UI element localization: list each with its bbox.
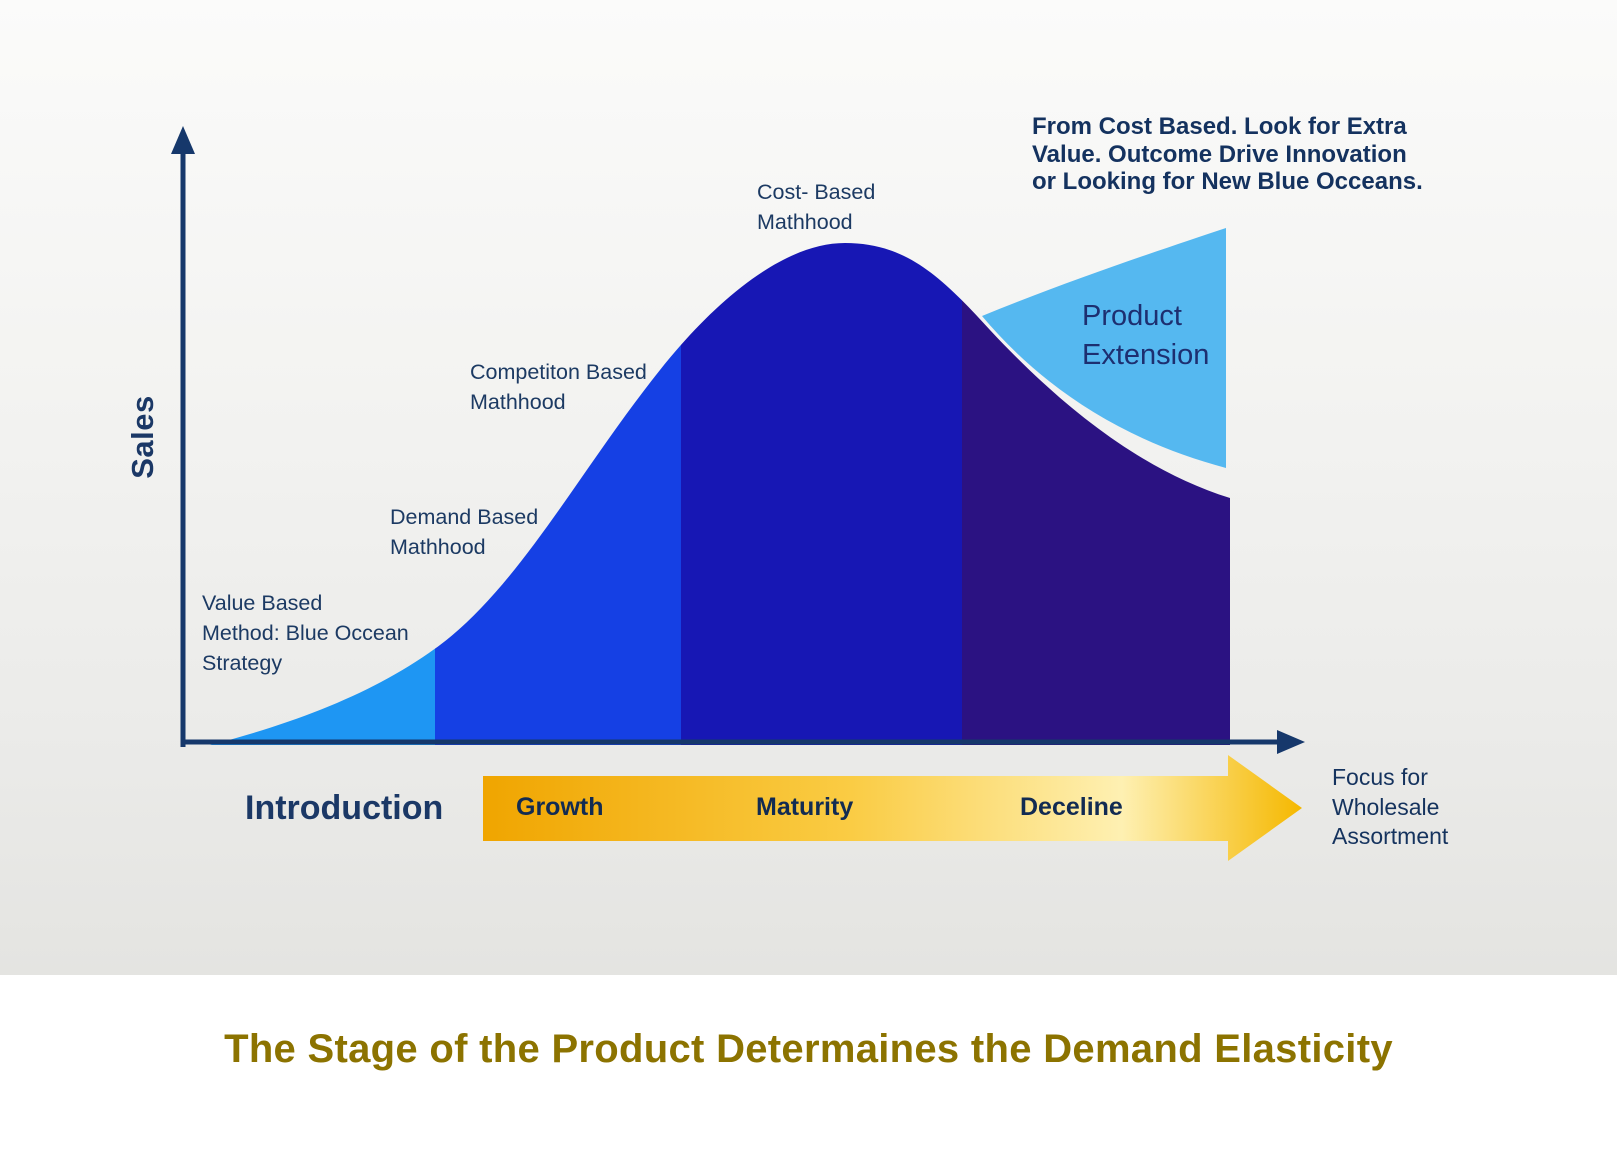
annotation-cost-based: Cost- Based Mathhood [757,180,876,234]
annotation-competition-based: Competiton Based Mathhood [470,360,647,414]
page-title: The Stage of the Product Determaines the… [224,1027,1393,1071]
annotation-from-cost-based: From Cost Based. Look for Extra Value. O… [1032,113,1423,195]
y-axis-label: Sales [125,395,160,479]
curve-segment-introduction [210,648,435,745]
curve-segment-maturity [681,243,962,745]
stage-arrow [483,755,1302,861]
diagram-stage-area: Sales Value Based Method: Blue Occean St… [0,0,1617,975]
x-axis-arrowhead [1277,730,1305,754]
product-extension-label: Product Extension [1082,300,1210,371]
stage-label-growth: Growth [516,793,604,821]
curve-segment-growth [435,344,681,745]
annotation-demand-based: Demand Based Mathhood [390,505,539,559]
footer: The Stage of the Product Determaines the… [0,975,1617,1159]
lifecycle-curve-svg [171,126,1305,861]
y-axis-arrowhead [171,126,195,154]
stage-label-introduction: Introduction [245,789,444,827]
stage-label-decline: Deceline [1020,793,1123,821]
product-extension-wedge [982,228,1226,468]
stage-label-maturity: Maturity [756,793,854,821]
annotation-value-based: Value Based Method: Blue Occean Strategy [202,591,409,675]
arrow-caption: Focus for Wholesale Assortment [1332,764,1449,849]
curve-segment-decline [962,300,1230,745]
